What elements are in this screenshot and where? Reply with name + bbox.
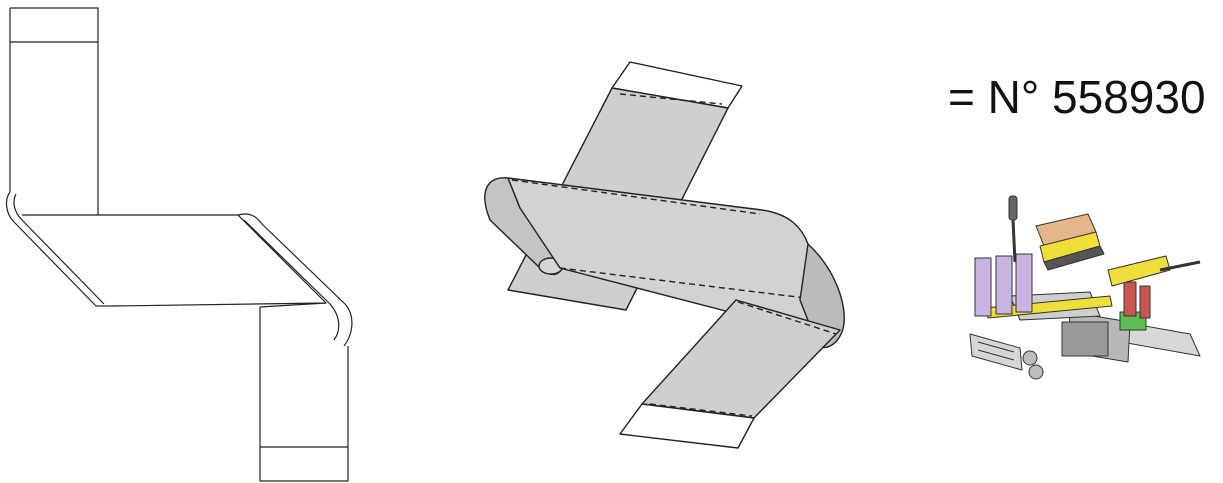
red-post-right: [1139, 285, 1151, 319]
tool-assembly-render: [969, 195, 1201, 380]
horizontal-band: [22, 214, 327, 307]
lower-gray-block: [1061, 321, 1109, 357]
lower-fold-dash: [649, 301, 837, 417]
violet-upright-1: [974, 257, 992, 317]
detached-clamp: [969, 333, 1023, 371]
top-leg: [9, 7, 99, 215]
right-fold: [237, 213, 353, 347]
folded-strip-view: [484, 61, 845, 449]
dark-slot-block: [1043, 245, 1105, 271]
bottom-leg: [259, 302, 349, 482]
fold-line-dash: [511, 93, 823, 301]
top-left-fold: [5, 191, 105, 307]
flat-pattern-drawing: [5, 7, 353, 482]
bottom-end-tab: [619, 403, 755, 449]
pin-right: [1159, 260, 1201, 272]
violet-upright-3: [1015, 253, 1033, 313]
thumb-screw-2: [1028, 364, 1044, 380]
violet-upright-2: [995, 255, 1013, 315]
handle-rod: [1011, 219, 1017, 263]
handle-grip: [1008, 195, 1018, 221]
part-number-label: = N° 558930: [948, 71, 1206, 123]
detached-clamp-slot: [977, 341, 1015, 361]
red-post-left: [1123, 281, 1137, 317]
thumb-screw-1: [1022, 350, 1038, 366]
yellow-bar-right: [1107, 255, 1171, 287]
